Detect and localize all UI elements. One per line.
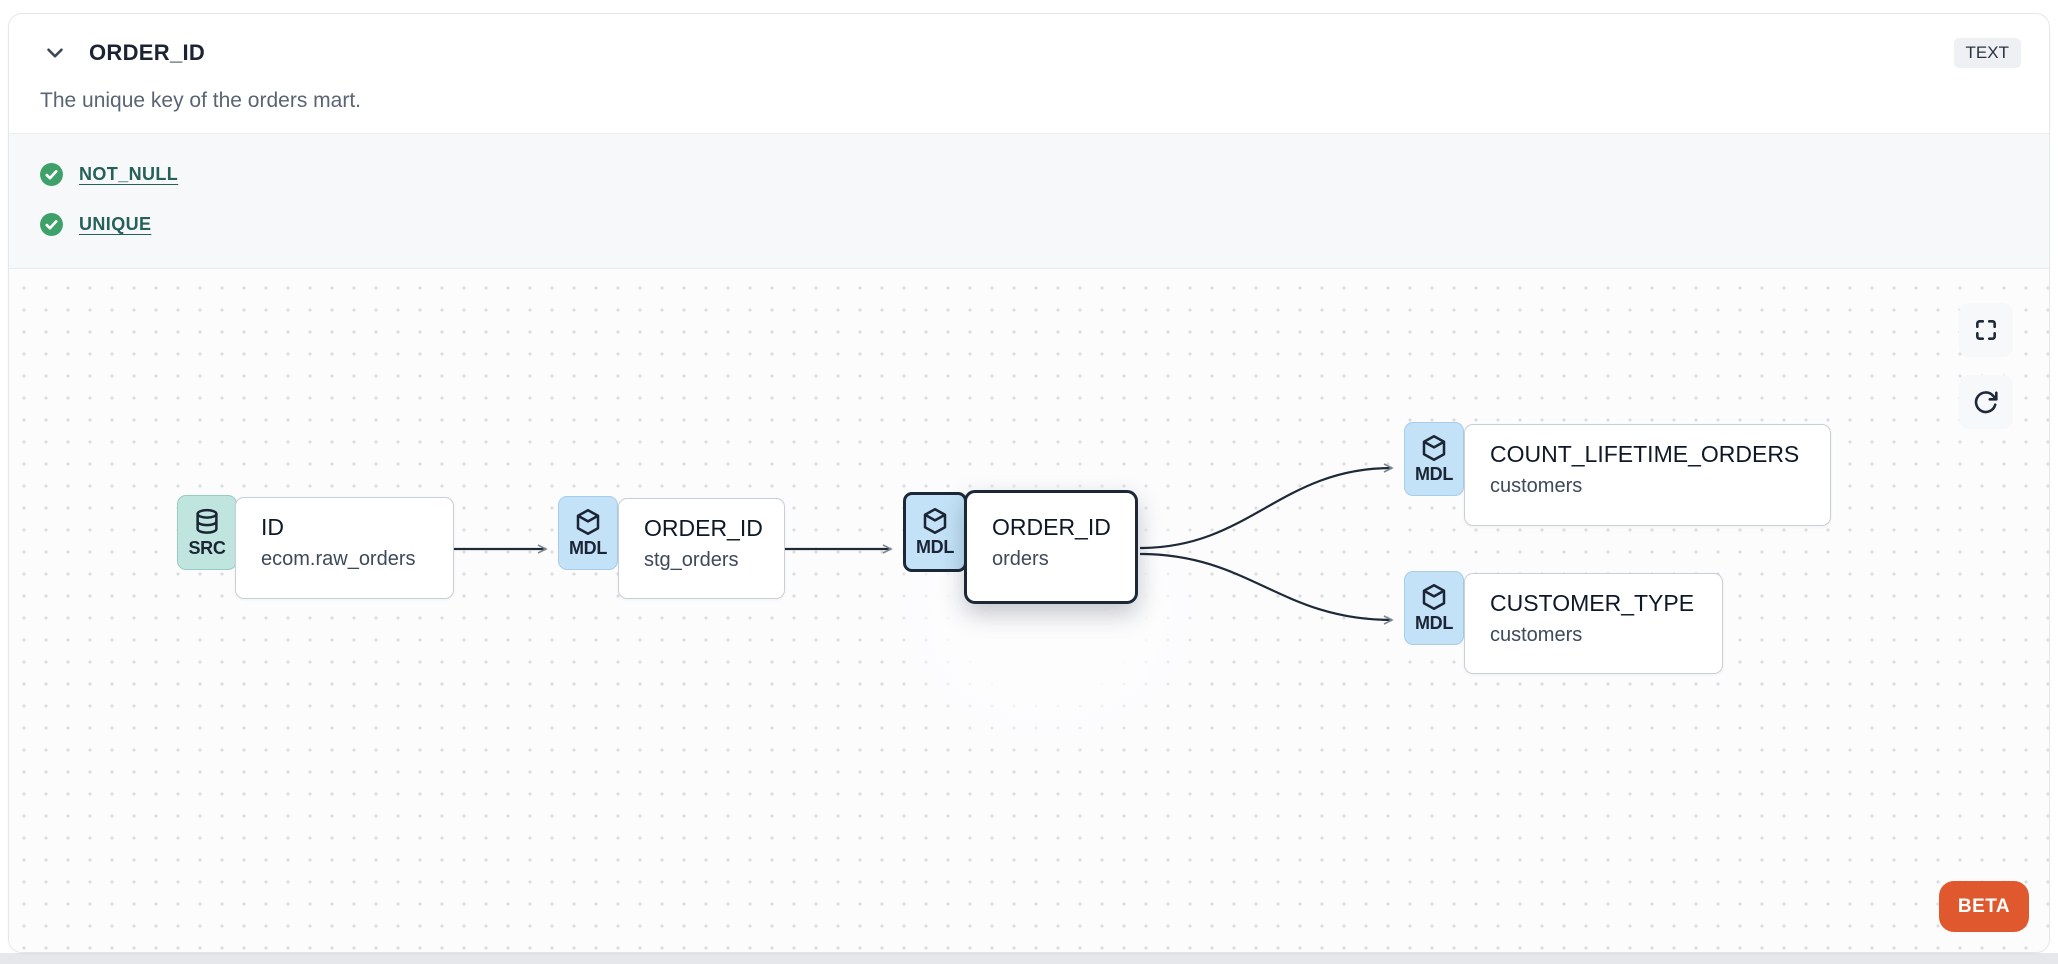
lineage-edges	[454, 463, 1394, 625]
lineage-node-card[interactable]: CUSTOMER_TYPE customers	[1464, 573, 1723, 674]
column-type-badge: TEXT	[1953, 38, 2021, 68]
column-details-card: ORDER_ID TEXT The unique key of the orde…	[8, 13, 2050, 953]
lineage-node-card[interactable]: ID ecom.raw_orders	[235, 497, 454, 599]
fullscreen-icon	[1976, 320, 1996, 340]
cube-icon	[1422, 435, 1446, 461]
test-row: UNIQUE	[39, 206, 2019, 242]
cube-icon	[576, 509, 600, 535]
column-name: ORDER_ID	[89, 40, 206, 65]
lineage-node-card[interactable]: ORDER_ID orders	[964, 490, 1138, 604]
lineage-node-card[interactable]: COUNT_LIFETIME_ORDERS customers	[1464, 424, 1831, 526]
source-type-badge: SRC	[177, 495, 237, 570]
check-circle-icon	[40, 212, 63, 236]
collapse-button[interactable]	[37, 36, 73, 70]
column-header: ORDER_ID TEXT The unique key of the orde…	[9, 14, 2049, 133]
refresh-icon	[1974, 391, 1998, 414]
fullscreen-button[interactable]	[1959, 303, 2013, 357]
test-row: NOT_NULL	[39, 156, 2019, 192]
refresh-button[interactable]	[1959, 375, 2013, 429]
cube-icon	[923, 508, 947, 534]
page-bottom-strip	[0, 953, 2058, 964]
selected-node-glow	[829, 409, 1269, 809]
model-type-badge: MDL	[1404, 422, 1464, 496]
test-link-unique[interactable]: UNIQUE	[79, 213, 152, 234]
chevron-down-icon	[47, 48, 63, 58]
beta-badge: BETA	[1939, 881, 2029, 932]
lineage-node-card[interactable]: ORDER_ID stg_orders	[618, 498, 785, 599]
cube-icon	[1422, 584, 1446, 610]
check-circle-icon	[40, 162, 63, 186]
test-link-not-null[interactable]: NOT_NULL	[79, 163, 179, 184]
column-description: The unique key of the orders mart.	[40, 89, 361, 112]
tests-section: NOT_NULL UNIQUE	[9, 133, 2049, 269]
database-icon	[196, 508, 218, 534]
model-type-badge: MDL	[1404, 571, 1464, 645]
model-type-badge: MDL	[558, 496, 618, 570]
model-type-badge: MDL	[903, 492, 967, 572]
lineage-canvas[interactable]: SRC ID ecom.raw_orders MDL ORDER_ID	[9, 269, 2049, 952]
